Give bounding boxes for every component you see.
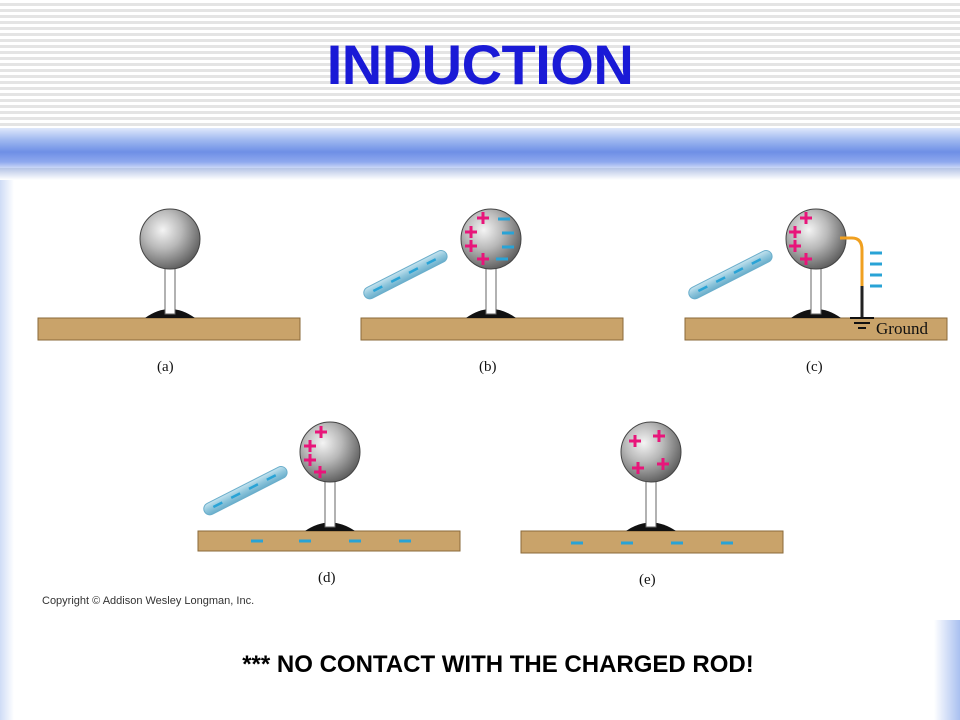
panel-label: (a): [157, 359, 174, 375]
panel-b: (b): [360, 208, 624, 375]
positive-charges: [465, 212, 489, 265]
stand-post: [485, 265, 497, 315]
right-edge-gradient: [934, 620, 960, 720]
note-text: *** NO CONTACT WITH THE CHARGED ROD!: [242, 651, 754, 678]
charged-rod: [363, 249, 448, 300]
metal-sphere: [460, 208, 522, 270]
band-shadow: [0, 168, 960, 180]
copyright-text: Copyright © Addison Wesley Longman, Inc.: [42, 595, 255, 607]
slide-title: INDUCTION: [326, 33, 634, 96]
metal-sphere: [620, 421, 682, 483]
header-stripes: [0, 0, 960, 128]
table: [37, 317, 301, 341]
ground-label: Ground: [876, 319, 928, 338]
panel-d: (d): [197, 421, 461, 586]
ground-symbol: [850, 317, 874, 329]
table: [520, 530, 784, 554]
stand-post: [810, 265, 822, 315]
metal-sphere: [139, 208, 201, 270]
negative-charges: [870, 251, 882, 288]
panel-label: (e): [639, 572, 656, 588]
positive-charges: [789, 212, 812, 265]
metal-sphere: [299, 421, 361, 483]
negative-charges: [496, 217, 514, 261]
header-band: [0, 128, 960, 168]
charged-rod: [203, 465, 288, 516]
stand-post: [645, 477, 657, 528]
stand-post: [324, 477, 336, 528]
panel-a: (a): [37, 208, 301, 375]
ground-wire: [840, 236, 864, 300]
metal-sphere: [785, 208, 847, 270]
panel-e: (e): [520, 421, 784, 588]
positive-charges: [304, 426, 327, 478]
table: [197, 530, 461, 552]
table: [360, 317, 624, 341]
panel-label: (d): [318, 570, 336, 586]
panel-label: (b): [479, 359, 497, 375]
stand-post: [164, 265, 176, 315]
charged-rod: [688, 249, 773, 300]
panel-label: (c): [806, 359, 823, 375]
positive-charges: [629, 430, 669, 474]
left-edge-gradient: [0, 180, 14, 720]
panel-c: Ground (c): [684, 208, 948, 375]
